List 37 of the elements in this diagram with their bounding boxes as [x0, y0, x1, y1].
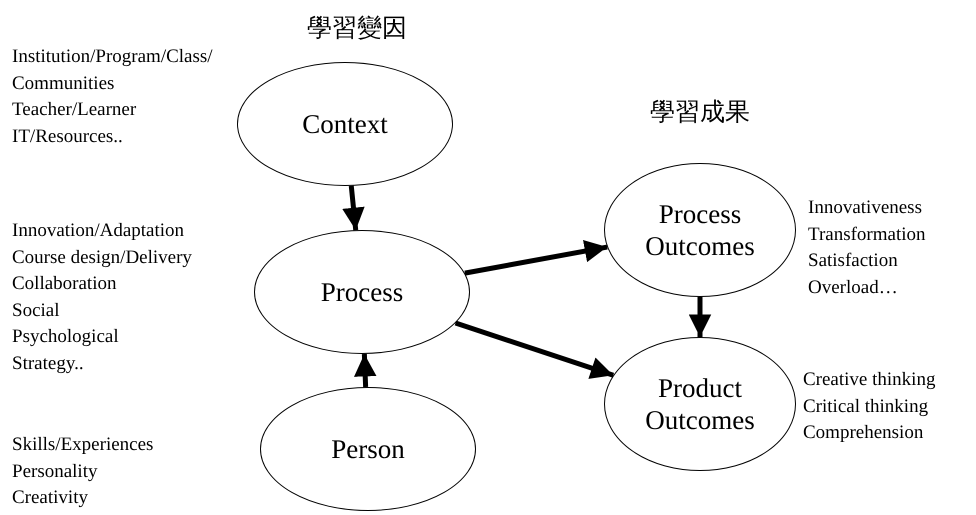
factor-text: Innovation/Adaptation: [12, 219, 184, 243]
factor-text: Transformation: [808, 222, 926, 246]
heading-text: 學習成果: [650, 97, 750, 127]
factor-text: Social: [12, 298, 60, 322]
factor-text: Teacher/Learner: [12, 98, 136, 122]
factor-text: Innovativeness: [808, 196, 922, 220]
arrow: [688, 297, 712, 337]
arrow: [354, 354, 376, 388]
ellipse-node: [237, 62, 453, 186]
factor-text: Psychological: [12, 325, 119, 349]
node-label: Process: [320, 276, 404, 308]
node-label: Product Outcomes: [644, 372, 756, 436]
arrow: [454, 320, 614, 379]
ellipse-node: [254, 230, 470, 354]
node-label: Process Outcomes: [644, 198, 756, 262]
factor-text: Strategy..: [12, 352, 84, 376]
factor-text: Creative thinking: [803, 368, 936, 392]
factor-text: Institution/Program/Class/: [12, 45, 213, 69]
factor-text: Course design/Delivery: [12, 246, 192, 270]
factor-text: IT/Resources..: [12, 124, 123, 148]
heading-text: 學習變因: [307, 13, 407, 43]
arrow: [342, 186, 365, 230]
factor-text: Comprehension: [803, 421, 924, 445]
ellipse-node: [604, 163, 796, 297]
node-label: Person: [331, 433, 405, 465]
factor-text: Skills/Experiences: [12, 433, 154, 457]
factor-text: Overload…: [808, 276, 898, 300]
factor-text: Collaboration: [12, 272, 116, 296]
arrow: [464, 240, 608, 276]
factor-text: Personality: [12, 460, 98, 484]
ellipse-node: [260, 387, 476, 511]
factor-text: Satisfaction: [808, 249, 898, 273]
factor-text: Creativity: [12, 486, 88, 510]
factor-text: Communities: [12, 72, 114, 96]
node-label: Context: [302, 108, 388, 140]
factor-text: Critical thinking: [803, 394, 928, 418]
ellipse-node: [604, 337, 796, 471]
